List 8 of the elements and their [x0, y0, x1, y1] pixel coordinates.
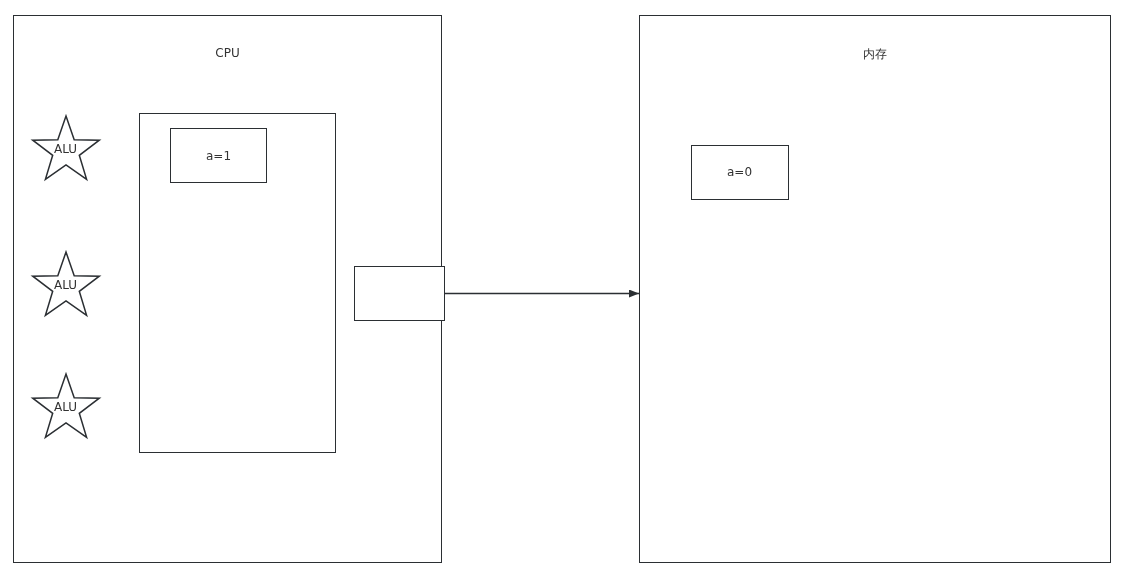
arrow [444, 289, 640, 298]
container-box [13, 15, 442, 563]
process-box: a=0 [690, 144, 789, 200]
box-title: 内存 [862, 46, 888, 63]
container-box [639, 15, 1111, 563]
process-box: a=1 [170, 128, 267, 183]
container-box [138, 112, 336, 453]
box-title: CPU [214, 46, 241, 60]
